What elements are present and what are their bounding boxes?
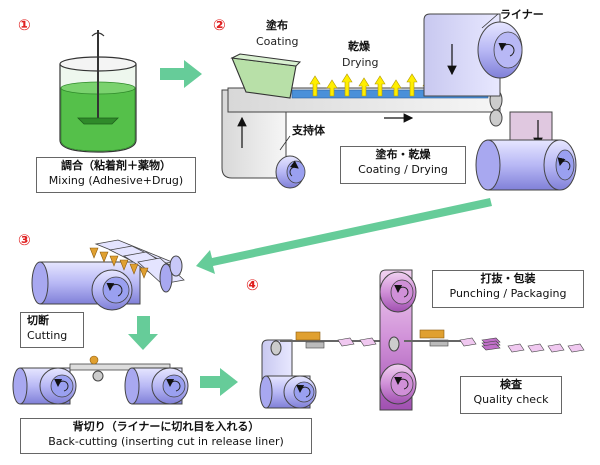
mixing-label-jp: 調合（粘着剤＋薬物） bbox=[61, 159, 171, 172]
back-cutting-unit bbox=[12, 355, 189, 405]
step4-number: ④ bbox=[246, 276, 259, 294]
flow-arrow-2-to-3 bbox=[196, 198, 492, 274]
back-cutting-jp: 背切り（ライナーに切れ目を入れる） bbox=[72, 420, 260, 433]
liner-label-jp: ライナー bbox=[500, 8, 544, 21]
support-leader-line bbox=[279, 135, 291, 151]
step2-number: ② bbox=[213, 16, 226, 34]
coating-drying-jp: 塗布・乾燥 bbox=[375, 148, 431, 161]
drying-label-en: Drying bbox=[342, 56, 379, 69]
support-label-jp: 支持体 bbox=[291, 123, 326, 137]
liner-leader-line bbox=[481, 13, 499, 29]
punching-line bbox=[259, 269, 585, 411]
mixing-label-en: Mixing (Adhesive+Drug) bbox=[48, 174, 184, 187]
back-cutting-en: Back-cutting (inserting cut in release l… bbox=[48, 435, 284, 448]
cutting-label-box: 切断 Cutting bbox=[20, 312, 84, 348]
coating-label-en: Coating bbox=[256, 35, 298, 48]
punching-label-box: 打抜・包装 Punching / Packaging bbox=[432, 270, 584, 308]
step3-number: ③ bbox=[18, 231, 31, 249]
coating-drying-box: 塗布・乾燥 Coating / Drying bbox=[340, 146, 466, 184]
back-cutting-label-box: 背切り（ライナーに切れ目を入れる） Back-cutting (insertin… bbox=[20, 418, 312, 454]
flow-arrow-3-to-4 bbox=[200, 368, 238, 396]
flow-arrow-1-to-2 bbox=[160, 60, 202, 88]
cutting-label-jp: 切断 bbox=[27, 314, 49, 327]
coating-label-jp: 塗布 bbox=[266, 18, 288, 32]
quality-check-jp: 検査 bbox=[500, 378, 522, 391]
mixing-label-box: 調合（粘着剤＋薬物） Mixing (Adhesive+Drug) bbox=[36, 157, 196, 193]
punching-label-en: Punching / Packaging bbox=[449, 287, 567, 300]
drying-label-jp: 乾燥 bbox=[348, 39, 371, 53]
cutting-label-en: Cutting bbox=[27, 329, 68, 342]
mixing-vessel bbox=[59, 30, 137, 153]
step1-number: ① bbox=[18, 16, 31, 34]
punching-label-jp: 打抜・包装 bbox=[480, 272, 536, 285]
quality-check-box: 検査 Quality check bbox=[460, 376, 562, 414]
quality-check-en: Quality check bbox=[473, 393, 549, 406]
coating-line bbox=[221, 13, 577, 191]
flow-arrow-cut-to-back bbox=[128, 316, 158, 350]
cutting-unit bbox=[31, 239, 185, 311]
coating-drying-en: Coating / Drying bbox=[358, 163, 448, 176]
